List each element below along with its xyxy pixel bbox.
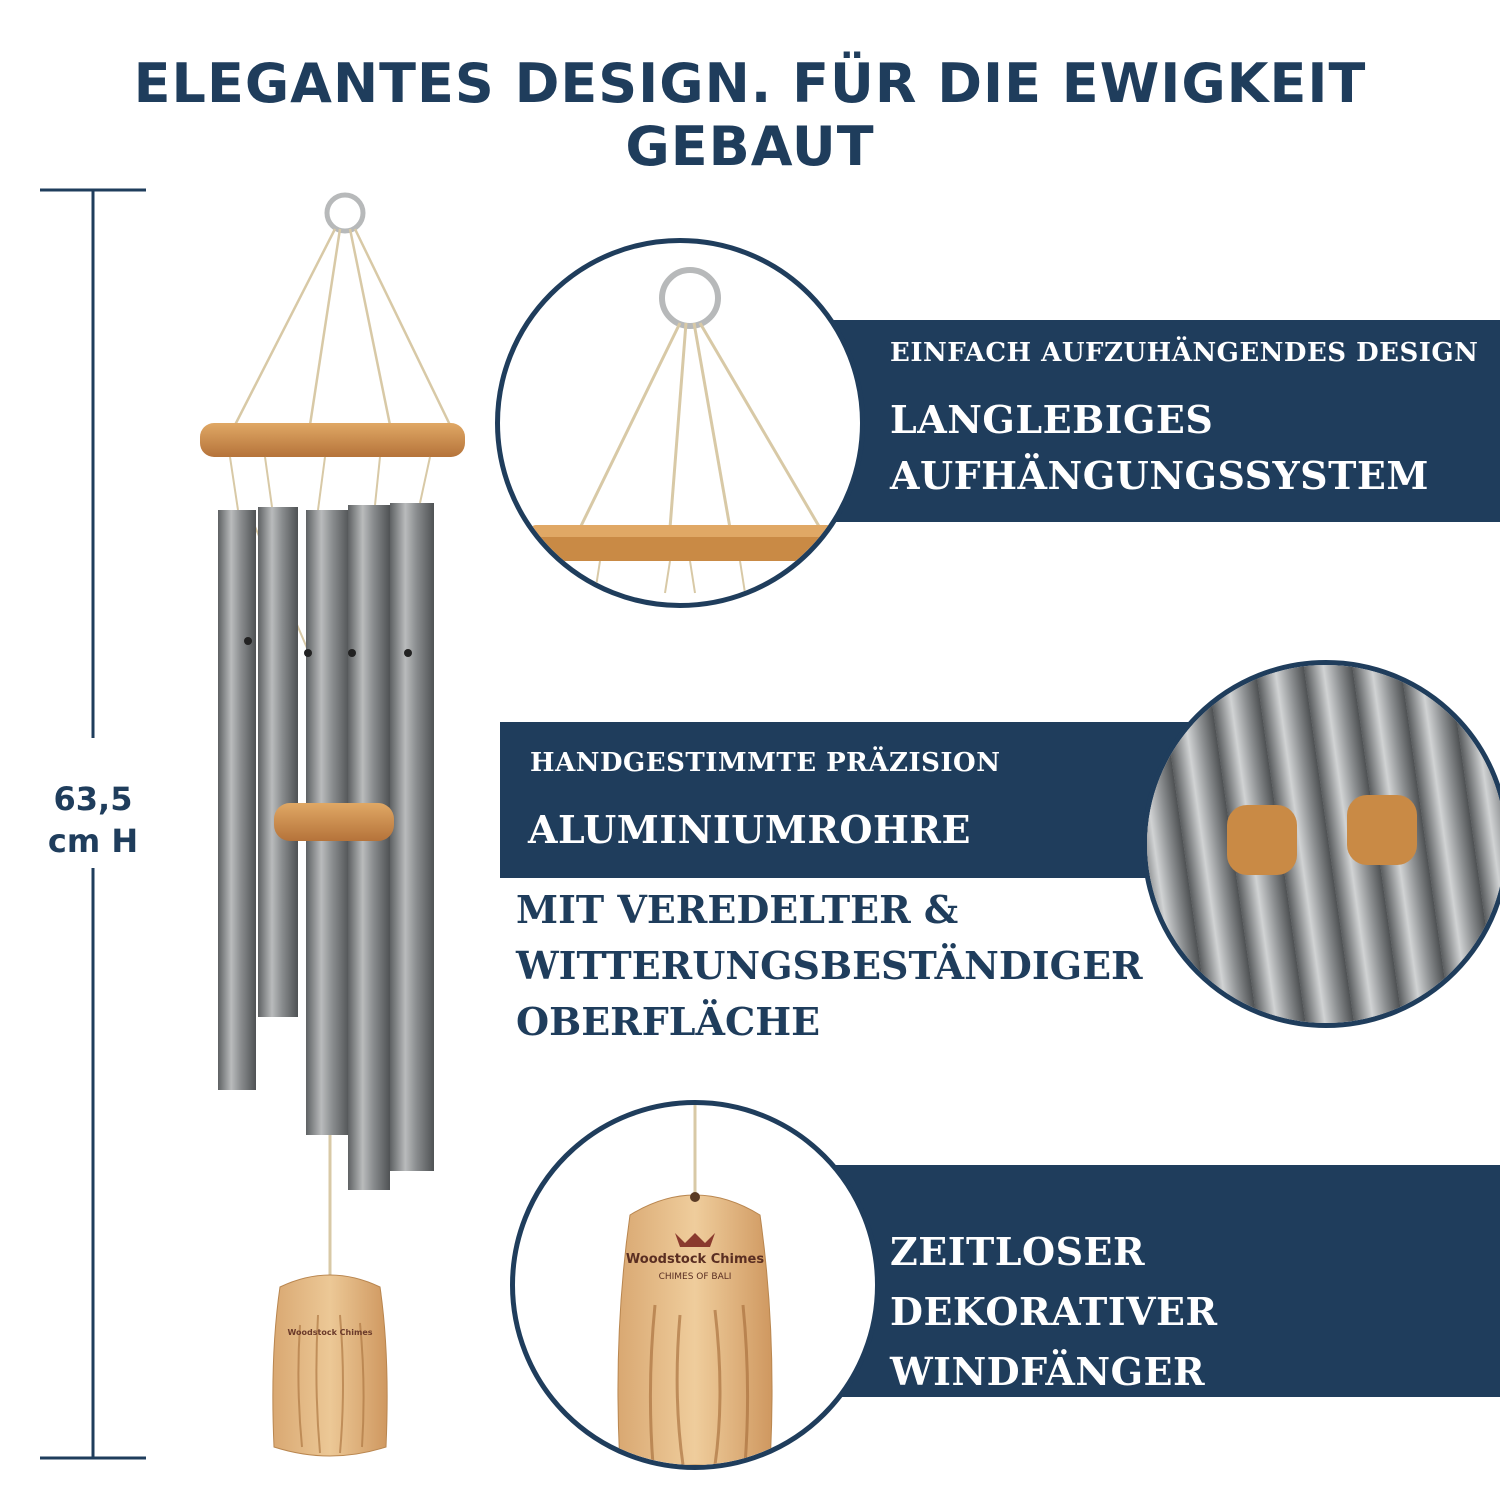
brand-name: Woodstock Chimes (626, 1252, 764, 1267)
feature-band-hanging (770, 320, 1500, 522)
feature2-description: MIT VEREDELTER & WITTERUNGSBESTÄNDIGER O… (516, 882, 1143, 1050)
feature1-line2: AUFHÄNGUNGSSYSTEM (890, 453, 1429, 498)
feature1-subtitle: EINFACH AUFZUHÄNGENDES DESIGN (890, 338, 1479, 368)
feature3-line3: WINDFÄNGER (890, 1349, 1206, 1394)
feature2-subtitle: HANDGESTIMMTE PRÄZISION (530, 748, 1001, 778)
feature1-heading: LANGLEBIGES AUFHÄNGUNGSSYSTEM (890, 392, 1429, 504)
feature2-line3: OBERFLÄCHE (516, 999, 821, 1044)
height-label: 63,5 cm H (18, 778, 168, 862)
feature2-heading: ALUMINIUMROHRE (528, 807, 971, 852)
page-title: ELEGANTES DESIGN. FÜR DIE EWIGKEIT GEBAU… (133, 52, 1367, 178)
brand-tagline: CHIMES OF BALI (659, 1272, 732, 1282)
feature-band-tubes (500, 722, 1220, 878)
feature3-heading: ZEITLOSER DEKORATIVER WINDFÄNGER (890, 1222, 1218, 1402)
feature3-line1: ZEITLOSER (890, 1229, 1146, 1274)
feature2-line1: MIT VEREDELTER & (516, 887, 959, 932)
windchime-product-icon: Woodstock Chimes (200, 192, 465, 1457)
brand-logo-small: Woodstock Chimes (287, 1328, 372, 1337)
height-value: 63,5 (53, 780, 133, 818)
windcatcher-closeup-icon: Woodstock Chimes CHIMES OF BALI (510, 1100, 880, 1470)
feature3-line2: DEKORATIVER (890, 1289, 1218, 1334)
height-dimension-line (40, 188, 146, 1460)
feature1-line1: LANGLEBIGES (890, 397, 1214, 442)
height-unit: cm H (47, 822, 139, 860)
feature-band-windcatcher (830, 1165, 1500, 1397)
hanging-ring-closeup-icon (495, 238, 865, 608)
feature2-line2: WITTERUNGSBESTÄNDIGER (516, 943, 1143, 988)
tubes-closeup-icon (1142, 660, 1500, 1028)
